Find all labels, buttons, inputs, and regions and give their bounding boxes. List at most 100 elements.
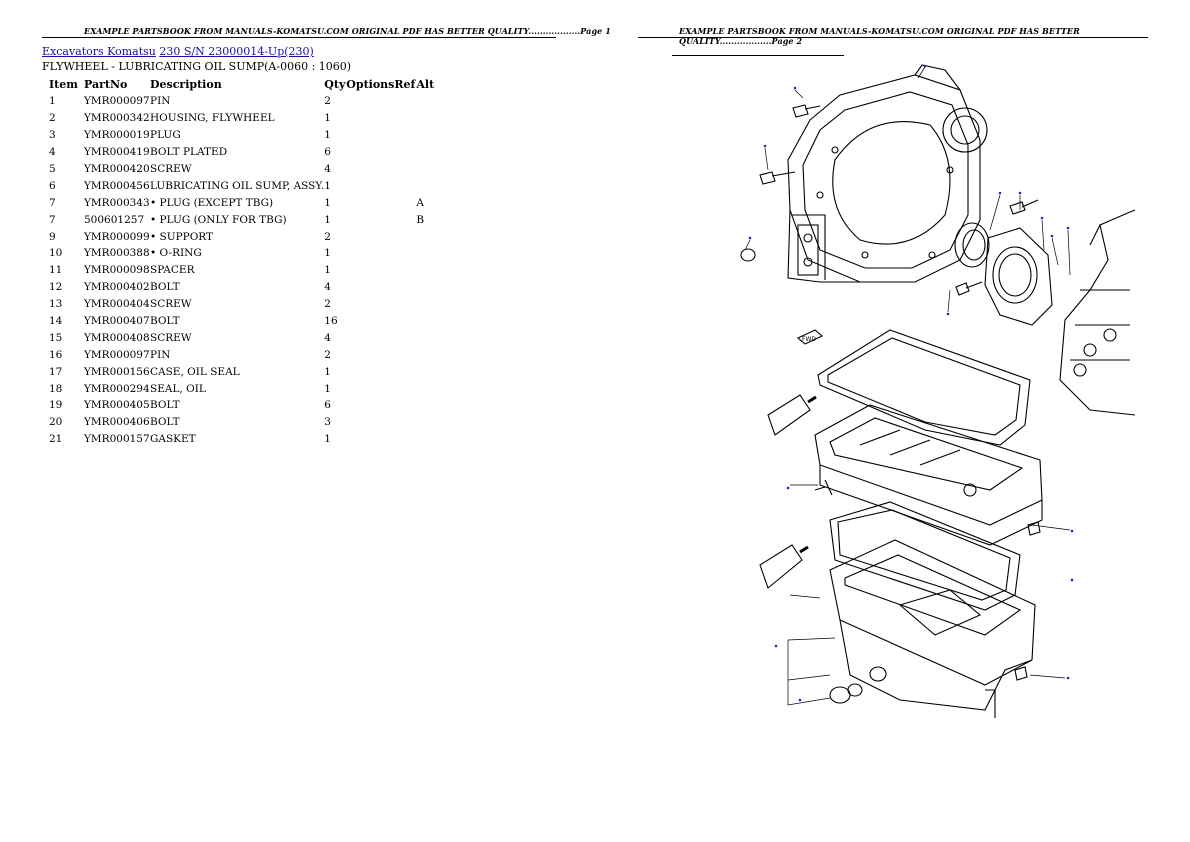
cell-ref [394, 380, 416, 397]
cell-qty: 1 [324, 196, 331, 209]
cell-partno: YMR000419 [84, 146, 150, 159]
breadcrumb-link-category[interactable]: Excavators Komatsu [42, 45, 156, 58]
cell-qty: 1 [324, 264, 331, 277]
cell-ref [394, 127, 416, 144]
cell-description: SCREW [150, 298, 192, 311]
cell-description: BOLT [150, 281, 180, 294]
cell-options [346, 397, 394, 414]
cell-ref [394, 245, 416, 262]
cell-description: CASE, OIL SEAL [150, 365, 240, 378]
cell-options [346, 245, 394, 262]
cell-qty: 6 [324, 399, 331, 412]
exploded-parts-diagram: FWD [740, 64, 1136, 718]
cell-qty: 4 [324, 331, 331, 344]
cell-alt [416, 177, 446, 194]
header-rule-right [638, 37, 1148, 38]
cell-partno: YMR000342 [84, 112, 150, 125]
cell-alt: B [416, 213, 425, 226]
cell-partno: YMR000456 [84, 179, 150, 192]
cell-description: SCREW [150, 331, 192, 344]
cell-qty: 1 [324, 129, 331, 142]
cell-item: 10 [49, 247, 63, 260]
cell-description: HOUSING, FLYWHEEL [150, 112, 275, 125]
cell-partno: YMR000099 [84, 230, 150, 243]
cell-partno: YMR000388 [84, 247, 150, 260]
cell-description: SPACER [150, 264, 195, 277]
col-header-qty: Qty [324, 78, 346, 91]
breadcrumb-link-model[interactable]: 230 S/N 23000014-Up(230) [159, 45, 314, 58]
cell-item: 7 [49, 213, 56, 226]
cell-alt [416, 346, 446, 363]
cell-alt [416, 329, 446, 346]
sealant-tube-drawing [759, 394, 817, 589]
cell-item: 19 [49, 399, 63, 412]
page-title: FLYWHEEL - LUBRICATING OIL SUMP(A-0060 :… [42, 60, 352, 73]
cell-qty: 1 [324, 247, 331, 260]
callout-markers [748, 64, 1074, 702]
cell-ref [394, 279, 416, 296]
cell-options [346, 380, 394, 397]
cell-item: 9 [49, 230, 56, 243]
engine-block-drawing [1059, 209, 1136, 416]
cell-description: • PLUG (EXCEPT TBG) [150, 196, 274, 209]
cell-ref [394, 211, 416, 228]
oil-pan-lower-drawing [829, 539, 1036, 711]
cell-alt [416, 397, 446, 414]
cell-qty: 4 [324, 281, 331, 294]
cell-alt [416, 363, 446, 380]
cell-partno: YMR000156 [84, 365, 150, 378]
cell-alt [416, 262, 446, 279]
breadcrumb: Excavators Komatsu 230 S/N 23000014-Up(2… [42, 45, 314, 58]
cell-partno: YMR000406 [84, 416, 150, 429]
cell-options [346, 194, 394, 211]
cell-ref [394, 177, 416, 194]
cell-alt [416, 110, 446, 127]
cell-item: 16 [49, 348, 63, 361]
cell-item: 17 [49, 365, 63, 378]
cell-alt [416, 414, 446, 431]
table-header-row: Item PartNo Description Qty Options Ref … [42, 76, 446, 93]
lower-gasket-drawing [829, 501, 1021, 611]
cell-partno: YMR000157 [84, 433, 150, 446]
cell-qty: 6 [324, 146, 331, 159]
cell-partno: YMR000098 [84, 264, 150, 277]
cell-partno: 500601257 [84, 213, 145, 226]
cell-description: • PLUG (ONLY FOR TBG) [150, 213, 287, 226]
cell-ref [394, 397, 416, 414]
cell-partno: YMR000343 [84, 196, 150, 209]
cell-qty: 1 [324, 179, 331, 192]
diagram-rule [672, 55, 844, 56]
col-header-partno: PartNo [84, 78, 128, 91]
cell-item: 12 [49, 281, 63, 294]
cell-partno: YMR000405 [84, 399, 150, 412]
cell-partno: YMR000407 [84, 315, 150, 328]
cell-description: LUBRICATING OIL SUMP, ASSY. [150, 179, 325, 192]
callout-leaders [744, 66, 1071, 706]
cell-alt [416, 228, 446, 245]
cell-alt: A [416, 196, 424, 209]
oil-sump-upper-drawing [814, 404, 1043, 546]
cell-item: 13 [49, 298, 63, 311]
cell-ref [394, 228, 416, 245]
cell-description: PLUG [150, 129, 181, 142]
bolt-drawings [740, 104, 1039, 296]
cell-description: • SUPPORT [150, 230, 214, 243]
cell-item: 20 [49, 416, 63, 429]
cell-partno: YMR000097 [84, 348, 150, 361]
col-header-description: Description [150, 78, 222, 91]
parts-table: Item PartNo Description Qty Options Ref … [42, 76, 446, 448]
cell-item: 7 [49, 196, 56, 209]
upper-gasket-drawing [817, 329, 1031, 446]
